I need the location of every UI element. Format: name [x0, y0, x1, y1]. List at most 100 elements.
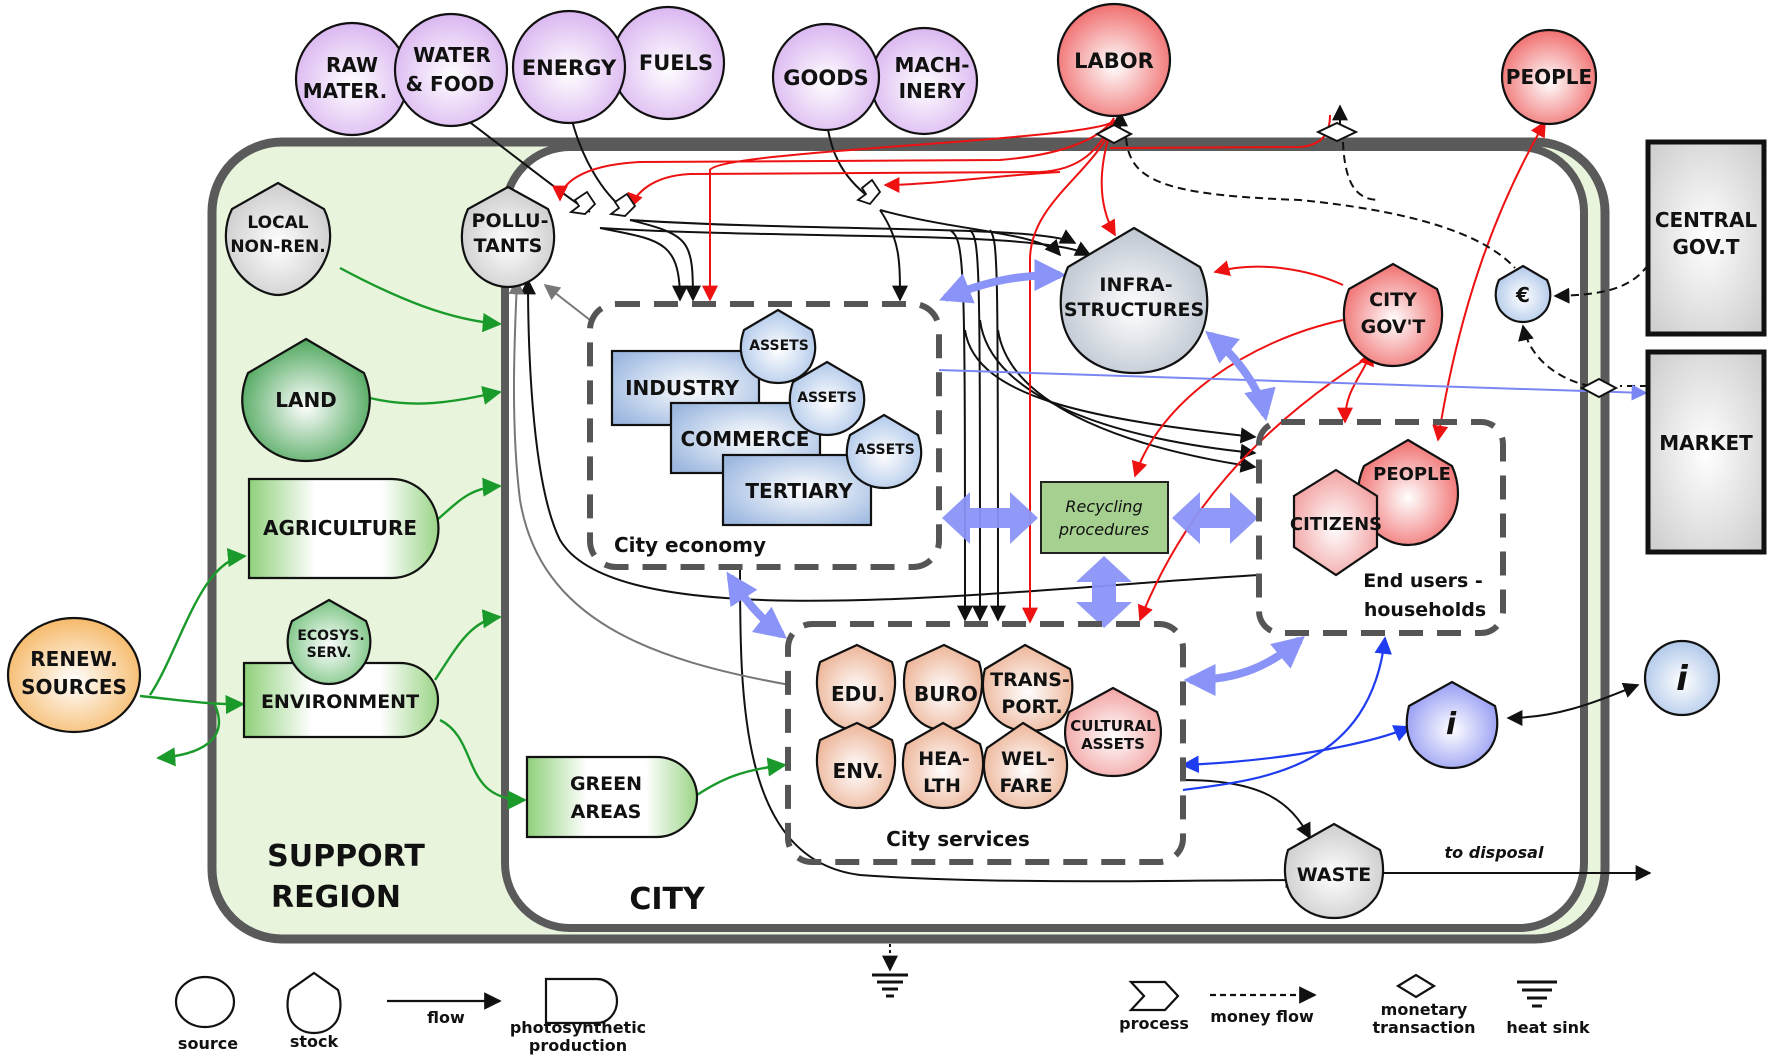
city-label: CITY [629, 882, 706, 917]
svg-text:AREAS: AREAS [571, 801, 642, 823]
citizens[interactable]: CITIZENS [1290, 468, 1382, 577]
city-economy-label: City economy [614, 533, 766, 557]
source-energy[interactable]: ENERGY [511, 9, 627, 125]
process-icon [568, 190, 597, 215]
people-in-city[interactable]: PEOPLE [1356, 438, 1460, 547]
production-agriculture[interactable]: AGRICULTURE [247, 477, 440, 580]
service-env[interactable]: ENV. [815, 721, 897, 810]
production-environment[interactable]: ENVIRONMENT [242, 661, 440, 739]
svg-text:ASSETS: ASSETS [1081, 735, 1145, 753]
stock-ecosystem-services[interactable]: ECOSYS. SERV. [286, 598, 372, 686]
service-transport[interactable]: TRANS- PORT. [981, 643, 1074, 733]
svg-text:WASTE: WASTE [1297, 864, 1371, 886]
process-icon [856, 178, 882, 206]
svg-text:i: i [1446, 707, 1457, 742]
stock-pollutants[interactable]: POLLU- TANTS [460, 185, 556, 289]
recycling-procedures[interactable]: Recycling procedures [1040, 481, 1169, 554]
service-health[interactable]: HEA- LTH [901, 721, 985, 810]
svg-text:FUELS: FUELS [639, 51, 713, 75]
svg-text:MACH-: MACH- [894, 53, 969, 77]
svg-text:stock: stock [290, 1032, 339, 1051]
legend-heat-sink: heat sink [1506, 980, 1590, 1037]
svg-text:production: production [529, 1036, 627, 1055]
cultural-assets[interactable]: CULTURAL ASSETS [1064, 686, 1162, 778]
svg-text:POLLU-: POLLU- [472, 210, 549, 232]
svg-text:LABOR: LABOR [1074, 49, 1154, 73]
flows-grey [508, 278, 791, 686]
source-goods[interactable]: GOODS [771, 22, 881, 132]
svg-text:ASSETS: ASSETS [797, 390, 857, 406]
stock-land[interactable]: LAND [241, 337, 371, 463]
svg-text:RENEW.: RENEW. [30, 647, 118, 671]
source-labor[interactable]: LABOR [1056, 2, 1172, 118]
recycling-exchange-right [1172, 492, 1258, 544]
svg-text:STRUCTURES: STRUCTURES [1064, 299, 1204, 321]
svg-text:HEA-: HEA- [918, 748, 969, 770]
legend: source stock flow photosynthetic product… [174, 971, 1590, 1055]
svg-text:PEOPLE: PEOPLE [1373, 464, 1451, 485]
flows-green [139, 266, 787, 810]
stock-local-non-renewable[interactable]: LOCAL NON-REN. [224, 181, 332, 297]
service-welfare[interactable]: WEL- FARE [982, 721, 1069, 810]
source-icon [174, 975, 236, 1029]
svg-text:GOV.T: GOV.T [1672, 235, 1739, 259]
svg-text:MARKET: MARKET [1659, 431, 1753, 455]
service-edu[interactable]: EDU. [815, 643, 897, 732]
legend-photosynthetic: photosynthetic production [510, 977, 646, 1055]
end-users-group [1256, 419, 1506, 636]
service-buro[interactable]: BURO [902, 643, 984, 732]
svg-text:ENERGY: ENERGY [522, 56, 617, 80]
svg-text:EDU.: EDU. [831, 682, 885, 706]
end-users-label-2: households [1364, 599, 1486, 621]
source-information[interactable]: i [1643, 639, 1721, 717]
svg-text:heat sink: heat sink [1506, 1018, 1590, 1037]
central-govt-box[interactable]: CENTRAL GOV.T [1645, 139, 1767, 337]
monetary-transaction-icon [1579, 377, 1619, 399]
assets-commerce[interactable]: ASSETS [788, 360, 866, 437]
recycling-exchange-left [942, 492, 1038, 544]
svg-text:PEOPLE: PEOPLE [1506, 65, 1592, 89]
monetary-transaction-icon [1395, 973, 1437, 999]
svg-text:SERV.: SERV. [307, 645, 352, 661]
stock-icon [286, 971, 342, 1035]
source-people[interactable]: PEOPLE [1500, 28, 1598, 126]
svg-text:INDUSTRY: INDUSTRY [625, 376, 739, 400]
source-machinery[interactable]: MACH- INERY [869, 26, 979, 136]
green-areas[interactable]: GREEN AREAS [525, 755, 699, 839]
svg-text:CITIZENS: CITIZENS [1290, 514, 1382, 535]
svg-text:ASSETS: ASSETS [749, 338, 809, 354]
source-renewable[interactable]: RENEW. SOURCES [6, 616, 142, 734]
svg-text:LTH: LTH [923, 775, 961, 797]
heat-sink-icon [872, 973, 908, 998]
legend-flow: flow [387, 992, 502, 1027]
svg-text:WEL-: WEL- [1001, 748, 1055, 770]
monetary-transaction-icon [1315, 121, 1359, 143]
svg-text:TRANS-: TRANS- [990, 669, 1070, 691]
stock-infrastructures[interactable]: INFRA- STRUCTURES [1059, 226, 1209, 375]
svg-text:source: source [178, 1034, 238, 1053]
assets-tertiary[interactable]: ASSETS [845, 413, 923, 490]
city-economy-group [587, 301, 942, 570]
svg-text:photosynthetic: photosynthetic [510, 1018, 646, 1037]
svg-text:€: € [1515, 283, 1530, 307]
svg-text:i: i [1676, 659, 1689, 699]
assets-industry[interactable]: ASSETS [739, 308, 817, 385]
stock-waste[interactable]: WASTE [1283, 822, 1385, 920]
svg-text:INFRA-: INFRA- [1099, 274, 1172, 296]
stock-information[interactable]: i [1405, 680, 1499, 770]
source-water-food[interactable]: WATER & FOOD [393, 12, 509, 128]
process-icon [608, 192, 637, 217]
recycling-exchange-down [1076, 556, 1132, 628]
economy-tertiary[interactable]: TERTIARY [721, 453, 873, 527]
to-disposal-label: to disposal [1445, 843, 1544, 862]
svg-text:TERTIARY: TERTIARY [745, 479, 853, 503]
svg-text:RAW: RAW [326, 53, 378, 77]
market-box[interactable]: MARKET [1645, 349, 1767, 555]
city-services-label: City services [886, 827, 1030, 851]
stock-money[interactable]: € [1494, 264, 1552, 324]
source-raw-materials[interactable]: RAW MATER. [294, 21, 410, 137]
svg-text:MATER.: MATER. [303, 79, 388, 103]
stock-city-govt[interactable]: CITY GOV'T [1342, 262, 1444, 368]
source-fuels[interactable]: FUELS [610, 5, 726, 121]
heat-sink-icon [1517, 980, 1557, 1008]
